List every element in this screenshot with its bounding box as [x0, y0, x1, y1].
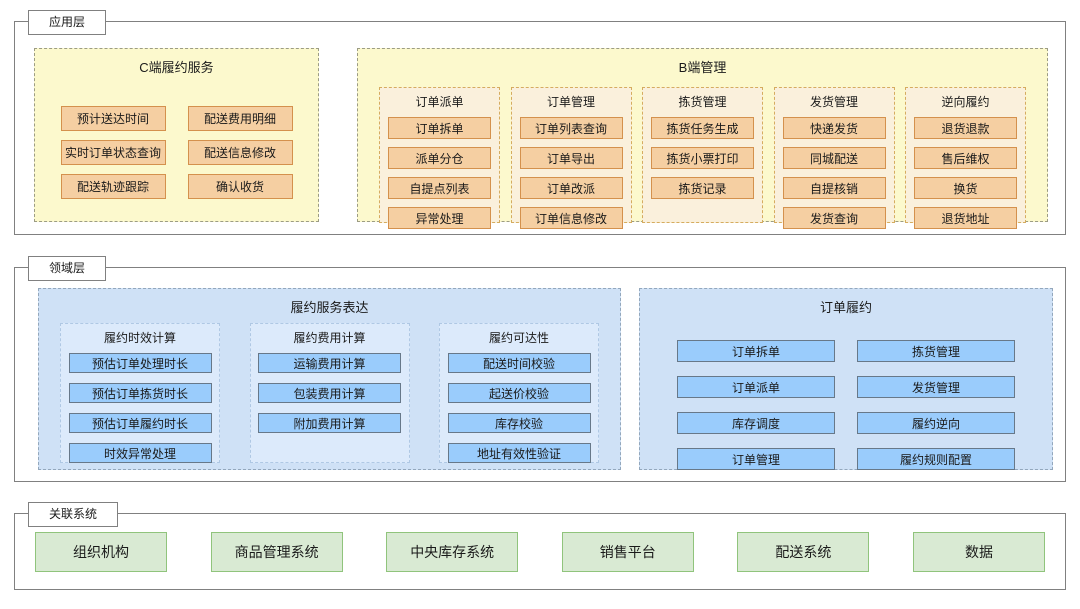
group-title: 履约可达性 [488, 331, 549, 345]
module-chip: 拣货管理 [857, 340, 1015, 362]
module-chip: 履约规则配置 [857, 448, 1015, 470]
module-chip: 订单信息修改 [519, 207, 623, 229]
group-fulfillment-fee-calculation: 履约费用计算 运输费用计算 包装费用计算 附加费用计算 [249, 323, 410, 463]
panel-title: B端管理 [678, 60, 727, 75]
group-title: 逆向履约 [941, 95, 990, 109]
group-picking-management: 拣货管理 拣货任务生成 拣货小票打印 拣货记录 [642, 87, 763, 223]
module-chip: 退货退款 [914, 117, 1017, 139]
domain-layer-tab: 领域层 [28, 256, 107, 281]
related-systems-frame: 关联系统 组织机构 商品管理系统 中央库存系统 销售平台 配送系统 数据 [14, 502, 1066, 590]
module-chip: 预估订单拣货时长 [68, 383, 212, 403]
module-chip: 预估订单处理时长 [68, 353, 212, 373]
module-chip: 换货 [914, 177, 1017, 199]
group-title: 履约时效计算 [103, 331, 176, 345]
module-chip: 同城配送 [782, 147, 886, 169]
module-chip: 订单拆单 [388, 117, 491, 139]
application-layer-content: C端履约服务 预计送达时间 配送费用明细 实时订单状态查询 配送信息修改 配送轨… [15, 22, 1065, 234]
system-box-data: 数据 [912, 531, 1045, 572]
module-chip: 配送轨迹跟踪 [60, 174, 166, 199]
module-chip: 库存校验 [447, 413, 591, 433]
module-chip: 异常处理 [388, 207, 491, 229]
module-chip: 发货查询 [782, 207, 886, 229]
module-chip: 地址有效性验证 [447, 443, 591, 463]
group-order-dispatch: 订单派单 订单拆单 派单分仓 自提点列表 异常处理 [379, 87, 500, 229]
module-chip: 发货管理 [857, 376, 1015, 398]
related-systems-tab: 关联系统 [28, 502, 119, 527]
module-chip: 订单改派 [519, 177, 623, 199]
application-layer-tab: 应用层 [28, 10, 107, 35]
module-chip: 包装费用计算 [258, 383, 401, 403]
b-side-groups: 订单派单 订单拆单 派单分仓 自提点列表 异常处理 订单管理 订单列表查询 订单… [379, 87, 1026, 229]
module-chip: 自提核销 [782, 177, 886, 199]
module-chip: 订单列表查询 [519, 117, 623, 139]
module-chip: 拣货小票打印 [651, 147, 754, 169]
service-expression-groups: 履约时效计算 预估订单处理时长 预估订单拣货时长 预估订单履约时长 时效异常处理… [60, 323, 599, 463]
panel-title: 履约服务表达 [290, 300, 369, 315]
module-chip: 预计送达时间 [60, 106, 166, 131]
module-chip: 时效异常处理 [68, 443, 212, 463]
system-box-product-management: 商品管理系统 [210, 531, 343, 572]
module-chip: 附加费用计算 [258, 413, 401, 433]
group-title: 订单管理 [546, 95, 595, 109]
group-order-management: 订单管理 订单列表查询 订单导出 订单改派 订单信息修改 [510, 87, 632, 229]
module-chip: 派单分仓 [388, 147, 491, 169]
order-fulfillment-grid: 订单拆单 拣货管理 订单派单 发货管理 库存调度 履约逆向 订单管理 履约规则配… [677, 340, 1015, 470]
module-chip: 预估订单履约时长 [68, 413, 212, 433]
module-chip: 自提点列表 [388, 177, 491, 199]
related-systems-content: 组织机构 商品管理系统 中央库存系统 销售平台 配送系统 数据 [15, 514, 1065, 589]
module-chip: 订单派单 [677, 376, 835, 398]
system-box-organization: 组织机构 [35, 531, 167, 572]
module-chip: 运输费用计算 [258, 353, 401, 373]
module-chip: 实时订单状态查询 [60, 140, 166, 165]
panel-order-fulfillment: 订单履约 订单拆单 拣货管理 订单派单 发货管理 库存调度 履约逆向 订单管理 … [639, 288, 1053, 470]
module-chip: 起送价校验 [447, 383, 591, 403]
module-chip: 退货地址 [914, 207, 1017, 229]
panel-b-side-management: B端管理 订单派单 订单拆单 派单分仓 自提点列表 异常处理 订单管理 订单列表… [357, 48, 1048, 229]
module-chip: 订单导出 [519, 147, 623, 169]
module-chip: 快递发货 [782, 117, 886, 139]
module-chip: 配送时间校验 [447, 353, 591, 373]
group-title: 订单派单 [415, 95, 464, 109]
group-fulfillment-reachability: 履约可达性 配送时间校验 起送价校验 库存校验 地址有效性验证 [439, 323, 599, 463]
module-chip: 订单管理 [677, 448, 835, 470]
group-title: 拣货管理 [678, 95, 727, 109]
domain-layer-frame: 领域层 履约服务表达 履约时效计算 预估订单处理时长 预估订单拣货时长 预估订单… [14, 256, 1066, 482]
module-chip: 确认收货 [187, 174, 293, 199]
panel-c-side-fulfillment: C端履约服务 预计送达时间 配送费用明细 实时订单状态查询 配送信息修改 配送轨… [34, 48, 319, 222]
module-chip: 拣货记录 [651, 177, 754, 199]
c-side-module-grid: 预计送达时间 配送费用明细 实时订单状态查询 配送信息修改 配送轨迹跟踪 确认收… [60, 106, 293, 199]
module-chip: 订单拆单 [677, 340, 835, 362]
panel-fulfillment-service-expression: 履约服务表达 履约时效计算 预估订单处理时长 预估订单拣货时长 预估订单履约时长… [38, 288, 621, 470]
group-shipping-management: 发货管理 快递发货 同城配送 自提核销 发货查询 [773, 87, 895, 229]
module-chip: 售后维权 [914, 147, 1017, 169]
system-box-central-inventory: 中央库存系统 [386, 531, 519, 572]
group-title: 履约费用计算 [293, 331, 366, 345]
system-box-sales-platform: 销售平台 [561, 531, 694, 572]
application-layer-frame: 应用层 C端履约服务 预计送达时间 配送费用明细 实时订单状态查询 配送信息修改… [14, 10, 1066, 235]
module-chip: 配送费用明细 [187, 106, 293, 131]
group-reverse-fulfillment: 逆向履约 退货退款 售后维权 换货 退货地址 [905, 87, 1026, 229]
panel-title: C端履约服务 [139, 60, 214, 75]
module-chip: 库存调度 [677, 412, 835, 434]
panel-title: 订单履约 [819, 300, 872, 315]
system-box-delivery-system: 配送系统 [737, 531, 870, 572]
module-chip: 配送信息修改 [187, 140, 293, 165]
module-chip: 拣货任务生成 [651, 117, 754, 139]
group-title: 发货管理 [809, 95, 858, 109]
group-fulfillment-time-calculation: 履约时效计算 预估订单处理时长 预估订单拣货时长 预估订单履约时长 时效异常处理 [60, 323, 220, 463]
module-chip: 履约逆向 [857, 412, 1015, 434]
domain-layer-content: 履约服务表达 履约时效计算 预估订单处理时长 预估订单拣货时长 预估订单履约时长… [15, 268, 1065, 482]
